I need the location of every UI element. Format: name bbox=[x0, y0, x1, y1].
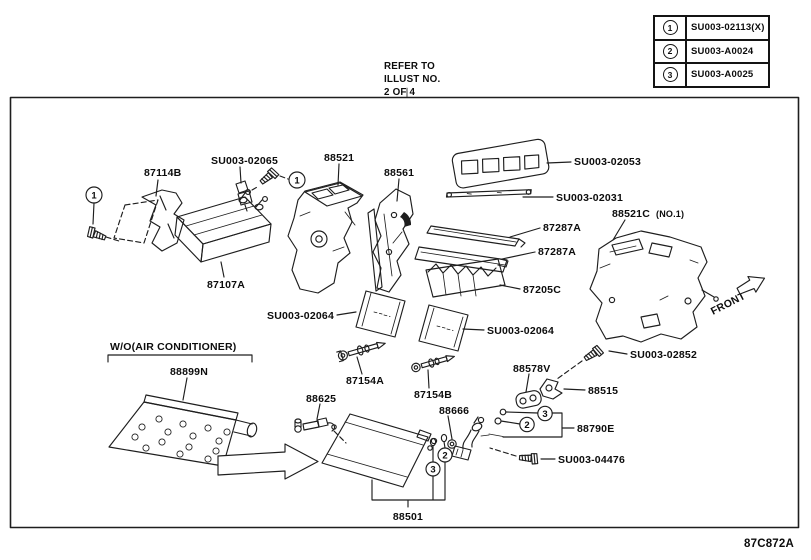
part-87287a-strip-1 bbox=[426, 225, 541, 248]
fastener-1-top bbox=[257, 166, 306, 189]
legend-cell-num-3: 3 bbox=[655, 64, 687, 86]
legend-part-number-3: SU003-A0025 bbox=[691, 69, 754, 81]
fastener-legend-table: 1 SU003-02113(X) 2 SU003-A0024 3 SU003-A… bbox=[653, 15, 770, 88]
part-su003-02064-right bbox=[418, 304, 485, 352]
label-87205c: 87205C bbox=[523, 284, 561, 296]
label-88625: 88625 bbox=[306, 393, 336, 405]
part-88625-valve bbox=[294, 403, 347, 444]
front-arrow-icon bbox=[736, 275, 766, 295]
refer-note-line2: ILLUST NO. bbox=[384, 74, 441, 85]
label-88578v: 88578V bbox=[513, 363, 550, 375]
marker-2-legend: 2 bbox=[662, 43, 678, 59]
label-87107a: 87107A bbox=[207, 279, 245, 291]
part-88561-frame bbox=[367, 178, 414, 293]
marker-3-evap: 3 bbox=[430, 464, 435, 475]
label-87287a-2: 87287A bbox=[538, 246, 576, 258]
fastener-su003-02852 bbox=[556, 344, 628, 380]
label-wo-air-conditioner: W/O(AIR CONDITIONER) bbox=[110, 341, 237, 353]
part-88521c-case bbox=[589, 219, 719, 343]
part-87107a-heater-core bbox=[174, 189, 272, 278]
label-87154b: 87154B bbox=[414, 389, 452, 401]
marker-3-pipe: 3 bbox=[542, 409, 547, 420]
refer-note: REFER TO ILLUST NO. 2 OF 4 bbox=[384, 61, 441, 98]
label-su003-02053: SU003-02053 bbox=[574, 156, 641, 168]
refer-note-line1: REFER TO bbox=[384, 61, 435, 72]
fastener-su003-04476 bbox=[489, 447, 556, 465]
marker-3-legend: 3 bbox=[662, 67, 678, 83]
label-su003-04476: SU003-04476 bbox=[558, 454, 625, 466]
legend-row-2: 2 SU003-A0024 bbox=[655, 38, 768, 62]
part-88899n-plate bbox=[108, 377, 258, 467]
label-87114b: 87114B bbox=[144, 167, 182, 179]
part-87287a-strip-2 bbox=[414, 246, 536, 273]
marker-2-evap: 2 bbox=[442, 450, 447, 461]
diagram-frame bbox=[9, 96, 800, 529]
fastener-1-left bbox=[85, 186, 120, 244]
part-88790e-pipe bbox=[451, 416, 504, 461]
front-indicator: FRONT bbox=[709, 275, 766, 318]
legend-part-number-1: SU003-02113(X) bbox=[691, 22, 765, 34]
label-88666: 88666 bbox=[439, 405, 469, 417]
label-88790e: 88790E bbox=[577, 423, 614, 435]
front-label: FRONT bbox=[709, 290, 748, 318]
label-88501: 88501 bbox=[393, 511, 423, 523]
part-87205c-accordion bbox=[425, 258, 521, 298]
label-88521c: 88521C bbox=[612, 208, 650, 220]
legend-row-3: 3 SU003-A0025 bbox=[655, 62, 768, 86]
label-87154a: 87154A bbox=[346, 375, 384, 387]
wo-bracket bbox=[107, 354, 253, 363]
marker-1-top: 1 bbox=[294, 176, 300, 187]
part-88501-evaporator bbox=[321, 413, 438, 488]
label-88515: 88515 bbox=[588, 385, 618, 397]
label-su003-02064-right: SU003-02064 bbox=[487, 325, 554, 337]
part-87154b-rod bbox=[411, 355, 455, 389]
legend-cell-num-2: 2 bbox=[655, 40, 687, 62]
label-88521: 88521 bbox=[324, 152, 354, 164]
part-su003-02065-clip bbox=[235, 166, 260, 212]
part-su003-02064-left bbox=[336, 290, 406, 338]
fasteners-2-3-pipe bbox=[494, 405, 575, 438]
marker-1-legend: 1 bbox=[662, 20, 678, 36]
part-87114b-bracket bbox=[113, 179, 185, 252]
label-su003-02852: SU003-02852 bbox=[630, 349, 697, 361]
part-88666-nut bbox=[447, 415, 457, 449]
part-88578v-grommet bbox=[515, 373, 542, 409]
part-88515-sensor bbox=[539, 378, 586, 400]
marker-1-left: 1 bbox=[91, 191, 97, 202]
part-88521-case bbox=[287, 163, 364, 294]
part-su003-02031-gasket bbox=[445, 189, 554, 198]
legend-part-number-2: SU003-A0024 bbox=[691, 45, 754, 57]
part-87154a-rod bbox=[336, 341, 386, 375]
label-87287a-1: 87287A bbox=[543, 222, 581, 234]
label-88899n: 88899N bbox=[170, 366, 208, 378]
drawing-code: 87C872A bbox=[744, 538, 794, 550]
label-88561: 88561 bbox=[384, 167, 414, 179]
label-su003-02031: SU003-02031 bbox=[556, 192, 623, 204]
label-88521c-suffix: (NO.1) bbox=[656, 209, 684, 219]
label-su003-02064-left: SU003-02064 bbox=[267, 310, 334, 322]
label-su003-02065: SU003-02065 bbox=[211, 155, 278, 167]
refer-note-line3: 2 OF 4 bbox=[384, 87, 415, 98]
part-su003-02053-grille bbox=[451, 138, 572, 189]
marker-2-pipe: 2 bbox=[524, 420, 529, 431]
substitute-arrow bbox=[217, 443, 319, 480]
legend-cell-num-1: 1 bbox=[655, 17, 687, 39]
legend-row-1: 1 SU003-02113(X) bbox=[655, 17, 768, 39]
